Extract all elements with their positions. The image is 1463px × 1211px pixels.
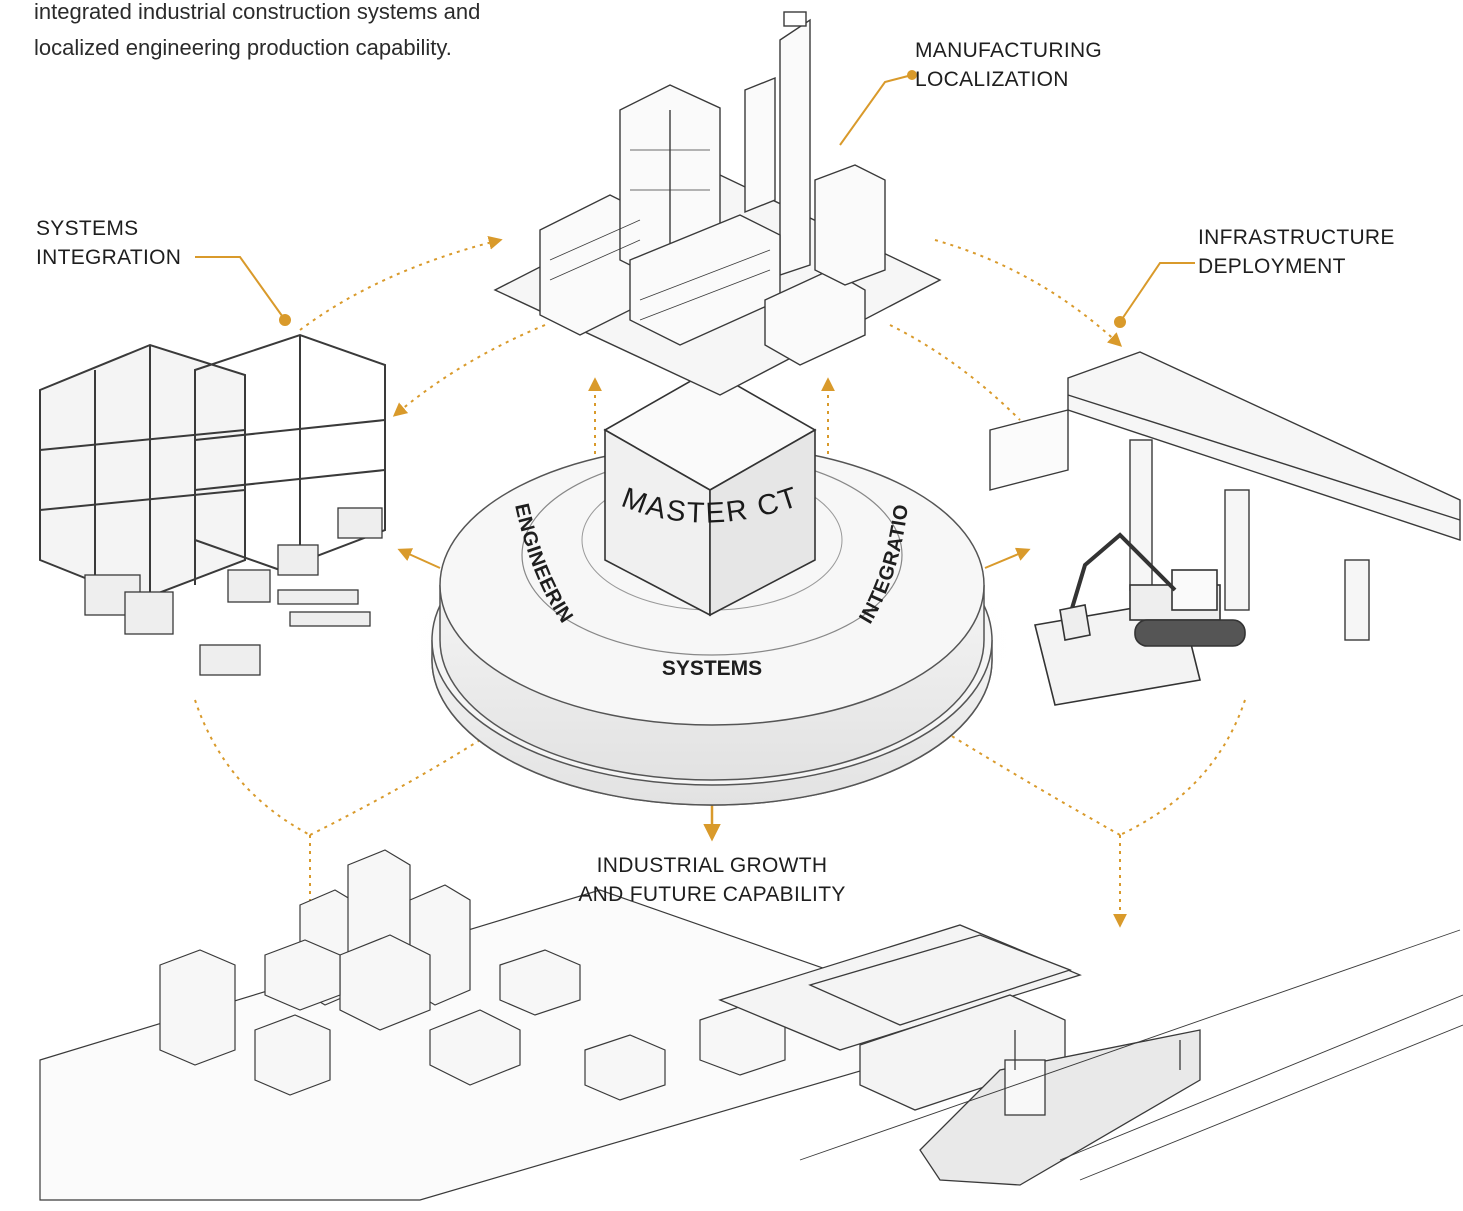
- label-systems-integration: SYSTEMS INTEGRATION: [36, 214, 181, 272]
- intro-text: integrated industrial construction syste…: [34, 0, 480, 66]
- intro-line-2: localized engineering production capabil…: [34, 35, 452, 60]
- label-manufacturing-localization: MANUFACTURING LOCALIZATION: [915, 36, 1102, 94]
- port-illustration: [718, 924, 1463, 1186]
- label-infrastructure-line-2: DEPLOYMENT: [1198, 255, 1346, 278]
- bridge-illustration: [989, 351, 1461, 641]
- master-cube: [603, 369, 817, 617]
- ring-label-bottom: SYSTEMS: [662, 657, 762, 680]
- label-growth-line-1: INDUSTRIAL GROWTH: [596, 854, 828, 877]
- label-growth-line-2: AND FUTURE CAPABILITY: [578, 883, 846, 906]
- label-systems-integration-line-1: SYSTEMS: [36, 217, 139, 240]
- intro-line-1: integrated industrial construction syste…: [34, 0, 481, 24]
- city-illustration: [39, 849, 1002, 1201]
- label-infrastructure-line-1: INFRASTRUCTURE: [1198, 226, 1395, 249]
- excavator-illustration: [1034, 532, 1246, 706]
- label-manufacturing-line-1: MANUFACTURING: [915, 39, 1103, 62]
- label-manufacturing-line-2: LOCALIZATION: [915, 68, 1069, 91]
- factory-illustration: [493, 11, 942, 396]
- steel-frame-illustration: [39, 333, 386, 676]
- leader-lines: [195, 70, 1195, 842]
- label-infrastructure-deployment: INFRASTRUCTURE DEPLOYMENT: [1198, 223, 1395, 281]
- label-systems-integration-line-2: INTEGRATION: [36, 246, 182, 269]
- label-industrial-growth: INDUSTRIAL GROWTH AND FUTURE CAPABILITY: [560, 851, 864, 909]
- connection-loop: [194, 235, 1246, 928]
